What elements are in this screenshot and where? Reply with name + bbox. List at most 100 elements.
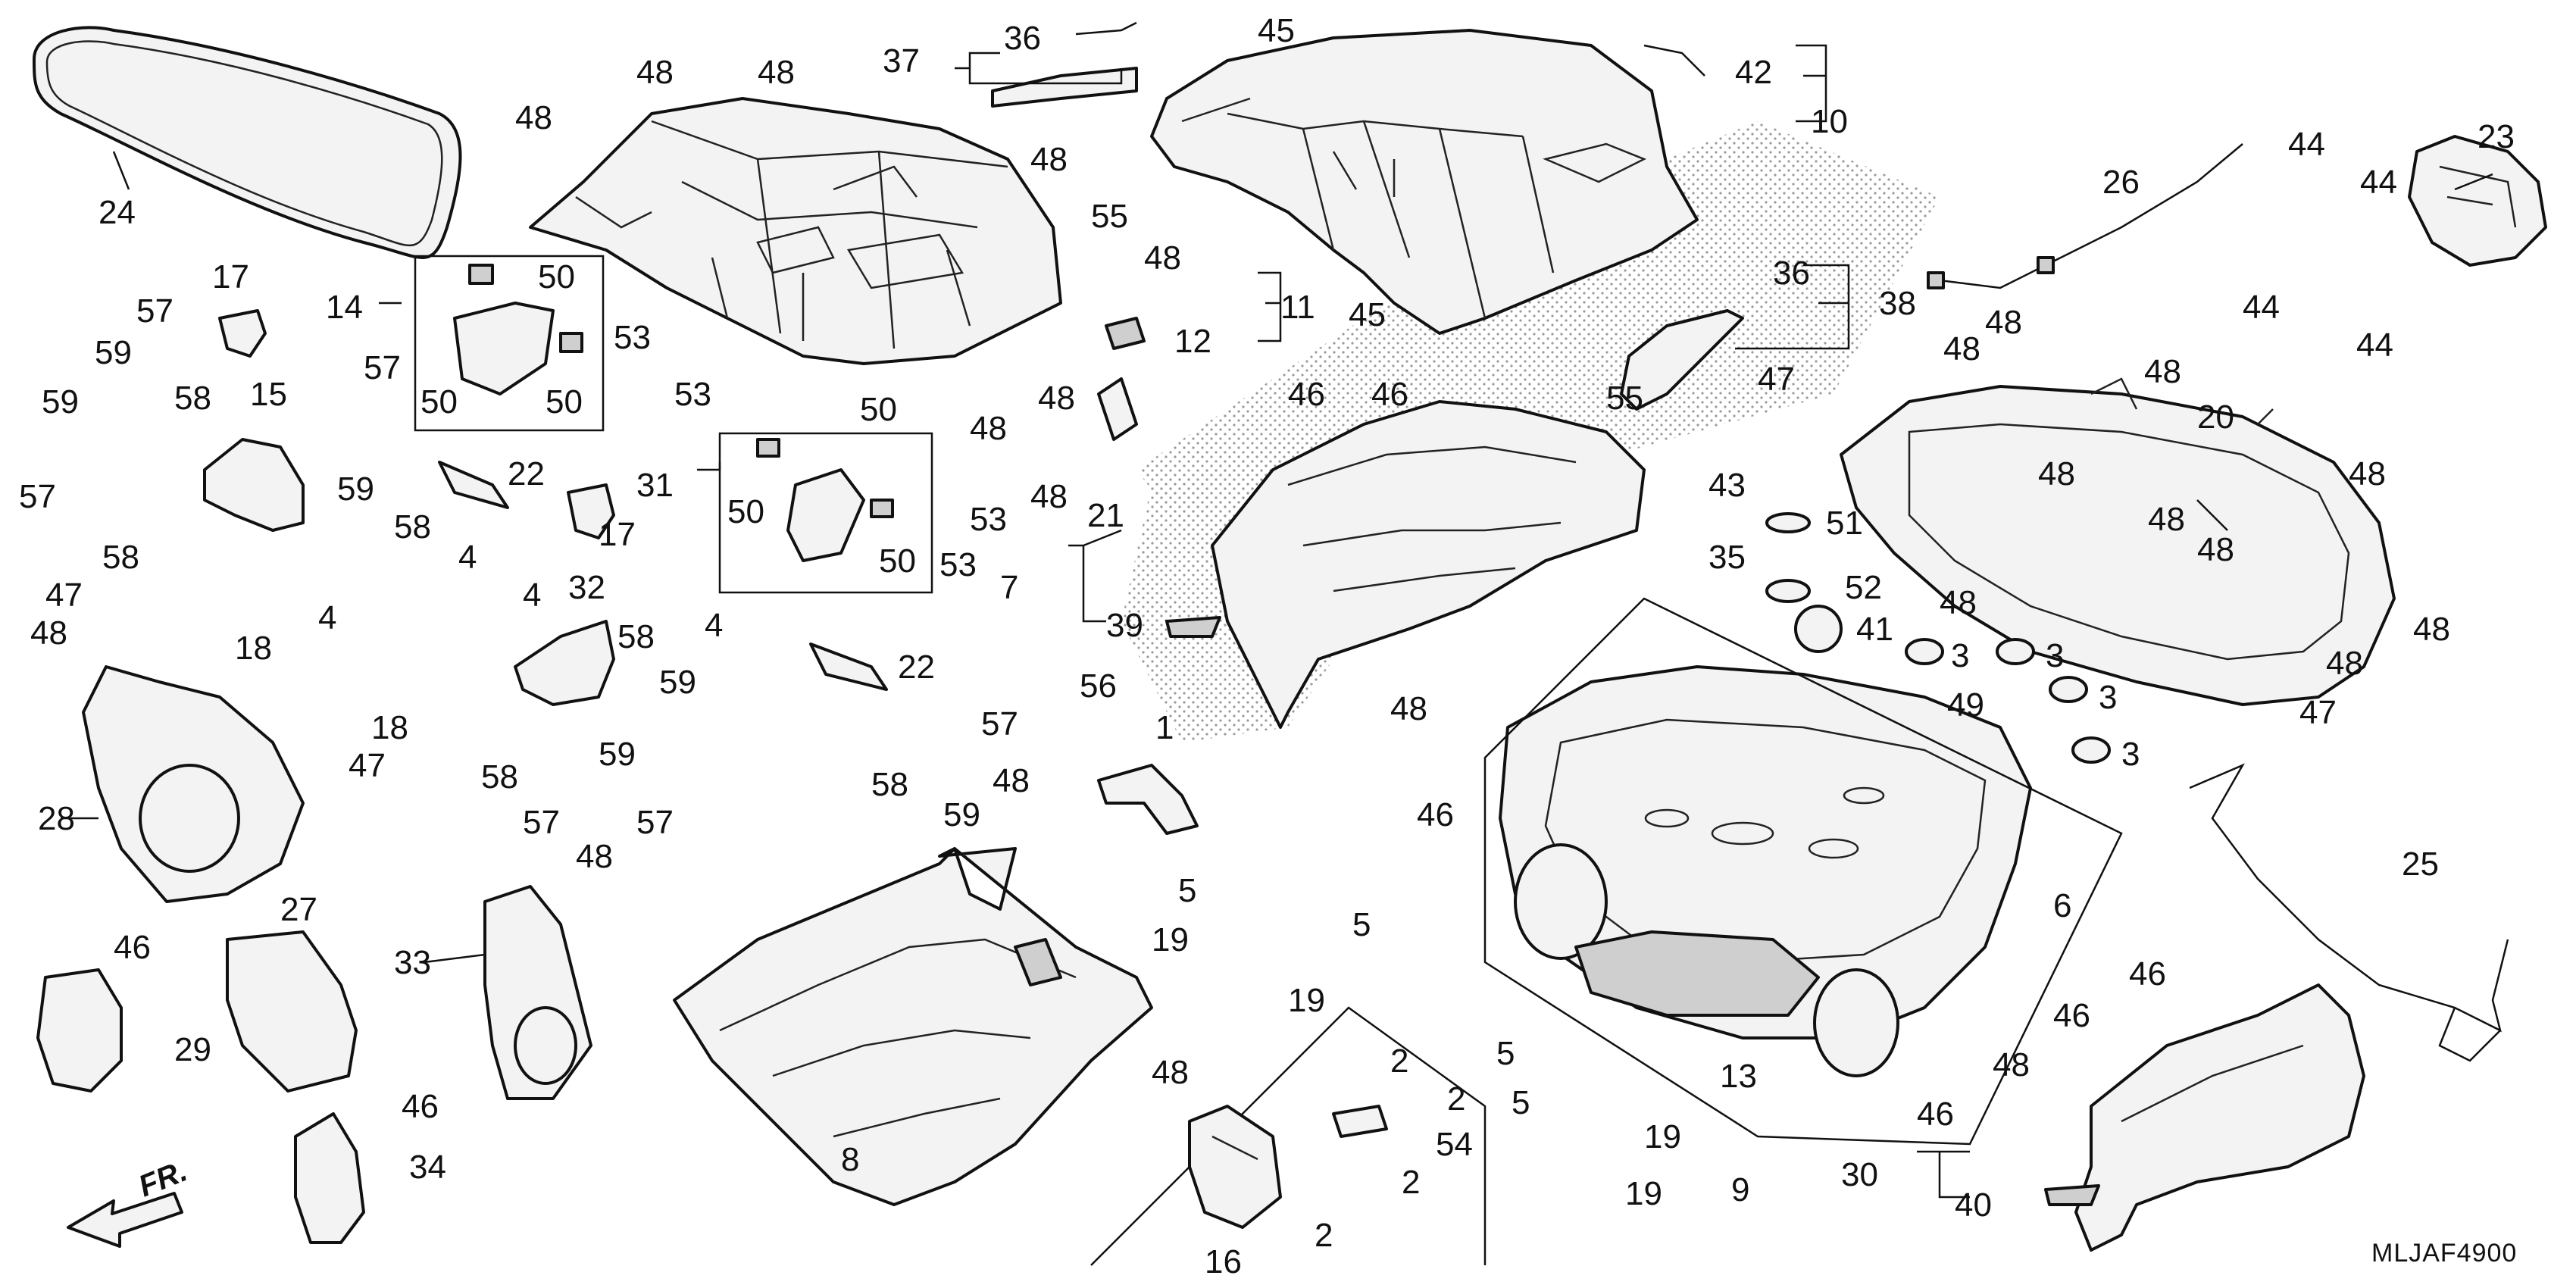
label-part-3: 3 [2121,736,2140,773]
label-part-32: 32 [568,569,605,606]
label-part-58: 58 [617,618,655,655]
label-part-55: 55 [1606,380,1643,417]
part-36-cable [1075,21,1137,36]
label-part-59: 59 [943,796,980,833]
label-part-48: 48 [1030,141,1068,178]
label-part-59: 59 [599,736,636,773]
label-part-2: 2 [1447,1080,1465,1118]
label-part-53: 53 [674,376,711,413]
label-part-49: 49 [1947,686,1984,724]
label-part-36: 36 [1004,20,1041,57]
label-part-57: 57 [19,478,56,515]
label-part-30: 30 [1841,1156,1878,1193]
label-part-48: 48 [758,54,795,91]
label-part-18: 18 [235,630,272,667]
label-part-50: 50 [538,258,575,295]
label-part-43: 43 [1708,467,1746,504]
label-part-4: 4 [458,539,477,576]
part-7-lid-trim [1211,400,1646,729]
label-part-58: 58 [174,380,211,417]
part-38-handle [1620,309,1744,411]
label-part-5: 5 [1512,1084,1530,1121]
label-part-50: 50 [879,542,916,580]
part-21-bracket [1097,377,1138,441]
label-part-48: 48 [1993,1046,2030,1083]
front-marker-label: FR. [134,1154,192,1203]
label-part-10: 10 [1811,103,1848,140]
label-part-41: 41 [1856,611,1893,648]
part-33-panel [483,885,592,1100]
label-part-48: 48 [2197,531,2234,568]
part-14-hinge-box [414,255,605,432]
label-part-28: 28 [38,800,75,837]
label-part-5: 5 [1496,1035,1515,1072]
part-3-bumper-d [2071,736,2111,764]
part-12-pad [1105,317,1146,350]
label-part-57: 57 [523,804,560,841]
part-16-group-lines [1090,1006,1487,1266]
part-32-bracket [514,620,615,706]
label-part-4: 4 [705,607,723,644]
label-part-58: 58 [481,758,518,796]
label-part-48: 48 [2349,455,2386,492]
label-part-18: 18 [371,709,408,746]
label-part-9: 9 [1731,1171,1749,1208]
label-part-48: 48 [636,54,674,91]
label-part-3: 3 [1951,637,1969,674]
part-1-wire [1097,764,1199,835]
label-part-31: 31 [636,467,674,504]
part-29-panel [36,968,123,1093]
label-part-22: 22 [508,455,545,492]
label-part-25: 25 [2402,846,2439,883]
label-part-48: 48 [30,614,67,652]
label-part-54: 54 [1436,1126,1473,1163]
label-part-27: 27 [280,891,317,928]
label-part-26: 26 [2102,164,2140,201]
part-11-inner-box [529,97,1062,365]
label-part-48: 48 [1390,690,1427,727]
label-part-58: 58 [394,508,431,546]
label-part-59: 59 [337,470,374,508]
label-part-59: 59 [42,383,79,420]
label-part-50: 50 [546,383,583,420]
part-54-bar [1332,1105,1388,1138]
label-part-39: 39 [1106,607,1143,644]
label-part-23: 23 [2478,118,2515,155]
label-part-33: 33 [394,944,431,981]
label-part-47: 47 [1758,361,1795,398]
label-part-48: 48 [2326,645,2363,682]
label-part-48: 48 [1144,239,1181,277]
label-part-19: 19 [1288,982,1325,1019]
label-part-4: 4 [318,599,336,636]
label-part-11: 11 [1280,289,1315,326]
part-10-outer-shell [1150,29,1699,335]
part-16-bracket [1188,1105,1282,1229]
label-part-3: 3 [2046,637,2064,674]
label-part-48: 48 [1985,304,2022,341]
label-part-16: 16 [1205,1243,1242,1280]
label-part-48: 48 [2148,501,2185,538]
label-part-35: 35 [1708,539,1746,576]
part-41-cap [1794,605,1843,653]
label-part-52: 52 [1845,569,1882,606]
part-17-clip-b [567,483,615,539]
part-37-strip [991,67,1138,108]
label-part-58: 58 [871,766,908,803]
part-34-panel [294,1112,365,1244]
front-arrow [67,1192,183,1248]
label-part-48: 48 [2038,455,2075,492]
part-22-damper-b [809,642,888,691]
label-part-46: 46 [1417,796,1454,833]
label-part-48: 48 [2144,353,2181,390]
part-30-side-cover [2074,983,2365,1252]
label-part-44: 44 [2356,327,2393,364]
part-13-mat [1574,930,1820,1017]
label-part-59: 59 [659,664,696,701]
label-part-53: 53 [970,501,1007,538]
label-part-46: 46 [1371,376,1408,413]
label-part-46: 46 [1917,1096,1954,1133]
label-part-29: 29 [174,1031,211,1068]
label-part-6: 6 [2053,887,2071,924]
label-part-46: 46 [114,929,151,966]
